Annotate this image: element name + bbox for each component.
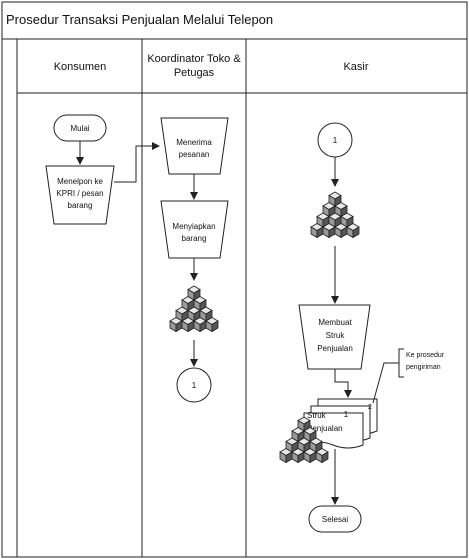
annotation-line-1: Ke prosedur (406, 352, 445, 359)
start-label: Mulai (70, 124, 89, 133)
cube-block (205, 317, 219, 333)
cube-block (322, 223, 336, 239)
cube-block (291, 448, 305, 464)
annotation-ke-pengiriman (372, 348, 404, 404)
membuat-line-2: Struk (326, 331, 346, 340)
manual-operation-membuat (298, 304, 371, 370)
cube-block (346, 223, 360, 239)
manual-operation-menerima (160, 117, 229, 175)
membuat-line-1: Membuat (318, 318, 352, 327)
cube-block (316, 212, 330, 228)
annotation-line-2: pengiriman (406, 364, 441, 371)
manual-operation-menyiapkan (160, 200, 229, 259)
menelpon-line-2: KPRI / pesan (56, 189, 103, 198)
end-terminator (308, 505, 362, 533)
arrow-menelpon-menerima (114, 142, 160, 183)
cube-block (187, 285, 201, 301)
cube-block (175, 306, 189, 322)
membuat-line-3: Penjualan (317, 344, 353, 353)
cube-block (310, 223, 324, 239)
storage-struk-icon (279, 416, 329, 464)
page-title: Prosedur Transaksi Penjualan Melalui Tel… (6, 12, 273, 27)
connector-out-label: 1 (192, 381, 197, 390)
storage-koordinator-icon (169, 285, 219, 333)
menerima-line-1: Menerima (176, 138, 212, 147)
lane-header-petugas: Petugas (174, 67, 215, 79)
manual-operation-menelpon (45, 165, 115, 225)
struk-copy-number-2: 2 (368, 404, 372, 411)
struk-label-2: Penjualan (307, 424, 343, 433)
connector-in-label: 1 (333, 136, 338, 145)
cube-block (169, 317, 183, 333)
menyiapkan-line-1: Menyiapkan (172, 222, 215, 231)
end-label: Selesai (322, 515, 348, 524)
menyiapkan-line-2: barang (182, 234, 207, 243)
lane-header-konsumen: Konsumen (54, 61, 107, 73)
cube-block (340, 212, 354, 228)
cube-block (315, 448, 329, 464)
struk-copy-number-1: 1 (344, 410, 349, 419)
lane-header-koordinator: Koordinator Toko & (147, 53, 241, 65)
cube-block (181, 317, 195, 333)
cube-block (193, 317, 207, 333)
menelpon-line-3: barang (68, 201, 93, 210)
lane-header-kasir: Kasir (343, 61, 368, 73)
arrow-membuat-struk (334, 369, 352, 398)
offpage-connector-out (176, 367, 212, 403)
storage-kasir-icon (310, 191, 360, 239)
struk-label-1: Struk (307, 411, 327, 420)
cube-block (334, 223, 348, 239)
cube-block (285, 437, 299, 453)
menerima-line-2: pesanan (179, 150, 210, 159)
cube-block (279, 448, 293, 464)
cube-block (303, 448, 317, 464)
menelpon-line-1: Menelpon ke (57, 177, 103, 186)
